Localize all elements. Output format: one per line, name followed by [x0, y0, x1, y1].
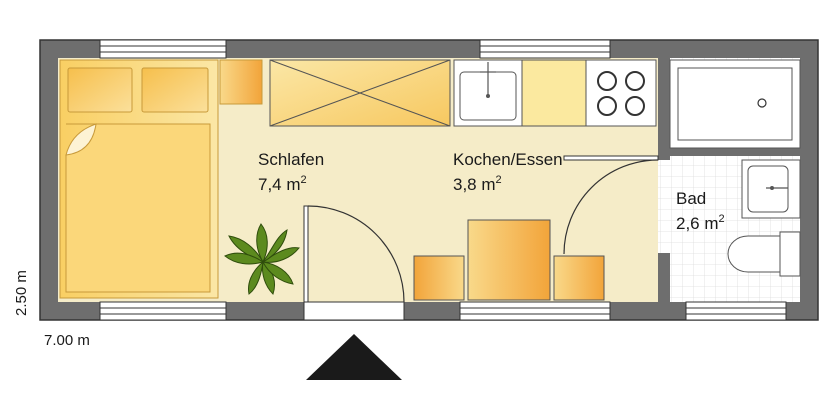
- dining-chair-left: [413, 255, 465, 301]
- window-bottom-bath: [685, 301, 787, 321]
- room-name-schlafen: Schlafen: [258, 150, 324, 169]
- room-area-bad: 2,6 m2: [676, 213, 725, 233]
- toilet-icon: [727, 231, 801, 277]
- window-top-left: [99, 39, 227, 59]
- stove-icon: [585, 59, 657, 127]
- window-bottom-left: [99, 301, 227, 321]
- potted-plant-icon: [224, 223, 300, 295]
- bath-partition-wall-bottom: [658, 253, 670, 302]
- entrance-door-opening: [303, 301, 405, 321]
- bedside-cabinet: [219, 59, 263, 105]
- room-name-bad: Bad: [676, 189, 706, 208]
- bath-door[interactable]: [563, 155, 659, 255]
- dimension-depth: 2.50 m: [13, 270, 30, 316]
- shower-tray-icon: [669, 59, 801, 149]
- dining-chair-right: [553, 255, 605, 301]
- dining-table: [467, 219, 551, 301]
- entrance-door[interactable]: [303, 205, 405, 303]
- double-bed-icon: [59, 59, 219, 299]
- room-area-kochen-essen: 3,8 m2: [453, 174, 502, 194]
- room-area-schlafen: 7,4 m2: [258, 174, 307, 194]
- room-name-kochen-essen: Kochen/Essen: [453, 150, 563, 169]
- bath-sink-icon: [741, 159, 801, 219]
- window-bottom-middle: [459, 301, 611, 321]
- dimension-width: 7.00 m: [44, 332, 90, 349]
- kitchen-sink-icon: [453, 59, 523, 127]
- wardrobe-cabinet: [269, 59, 451, 127]
- kitchen-counter: [521, 59, 587, 127]
- bath-partition-wall-top: [658, 58, 670, 160]
- bath-shower-wall: [670, 148, 800, 156]
- entrance-arrow-icon: [306, 334, 402, 380]
- window-top-right: [479, 39, 611, 59]
